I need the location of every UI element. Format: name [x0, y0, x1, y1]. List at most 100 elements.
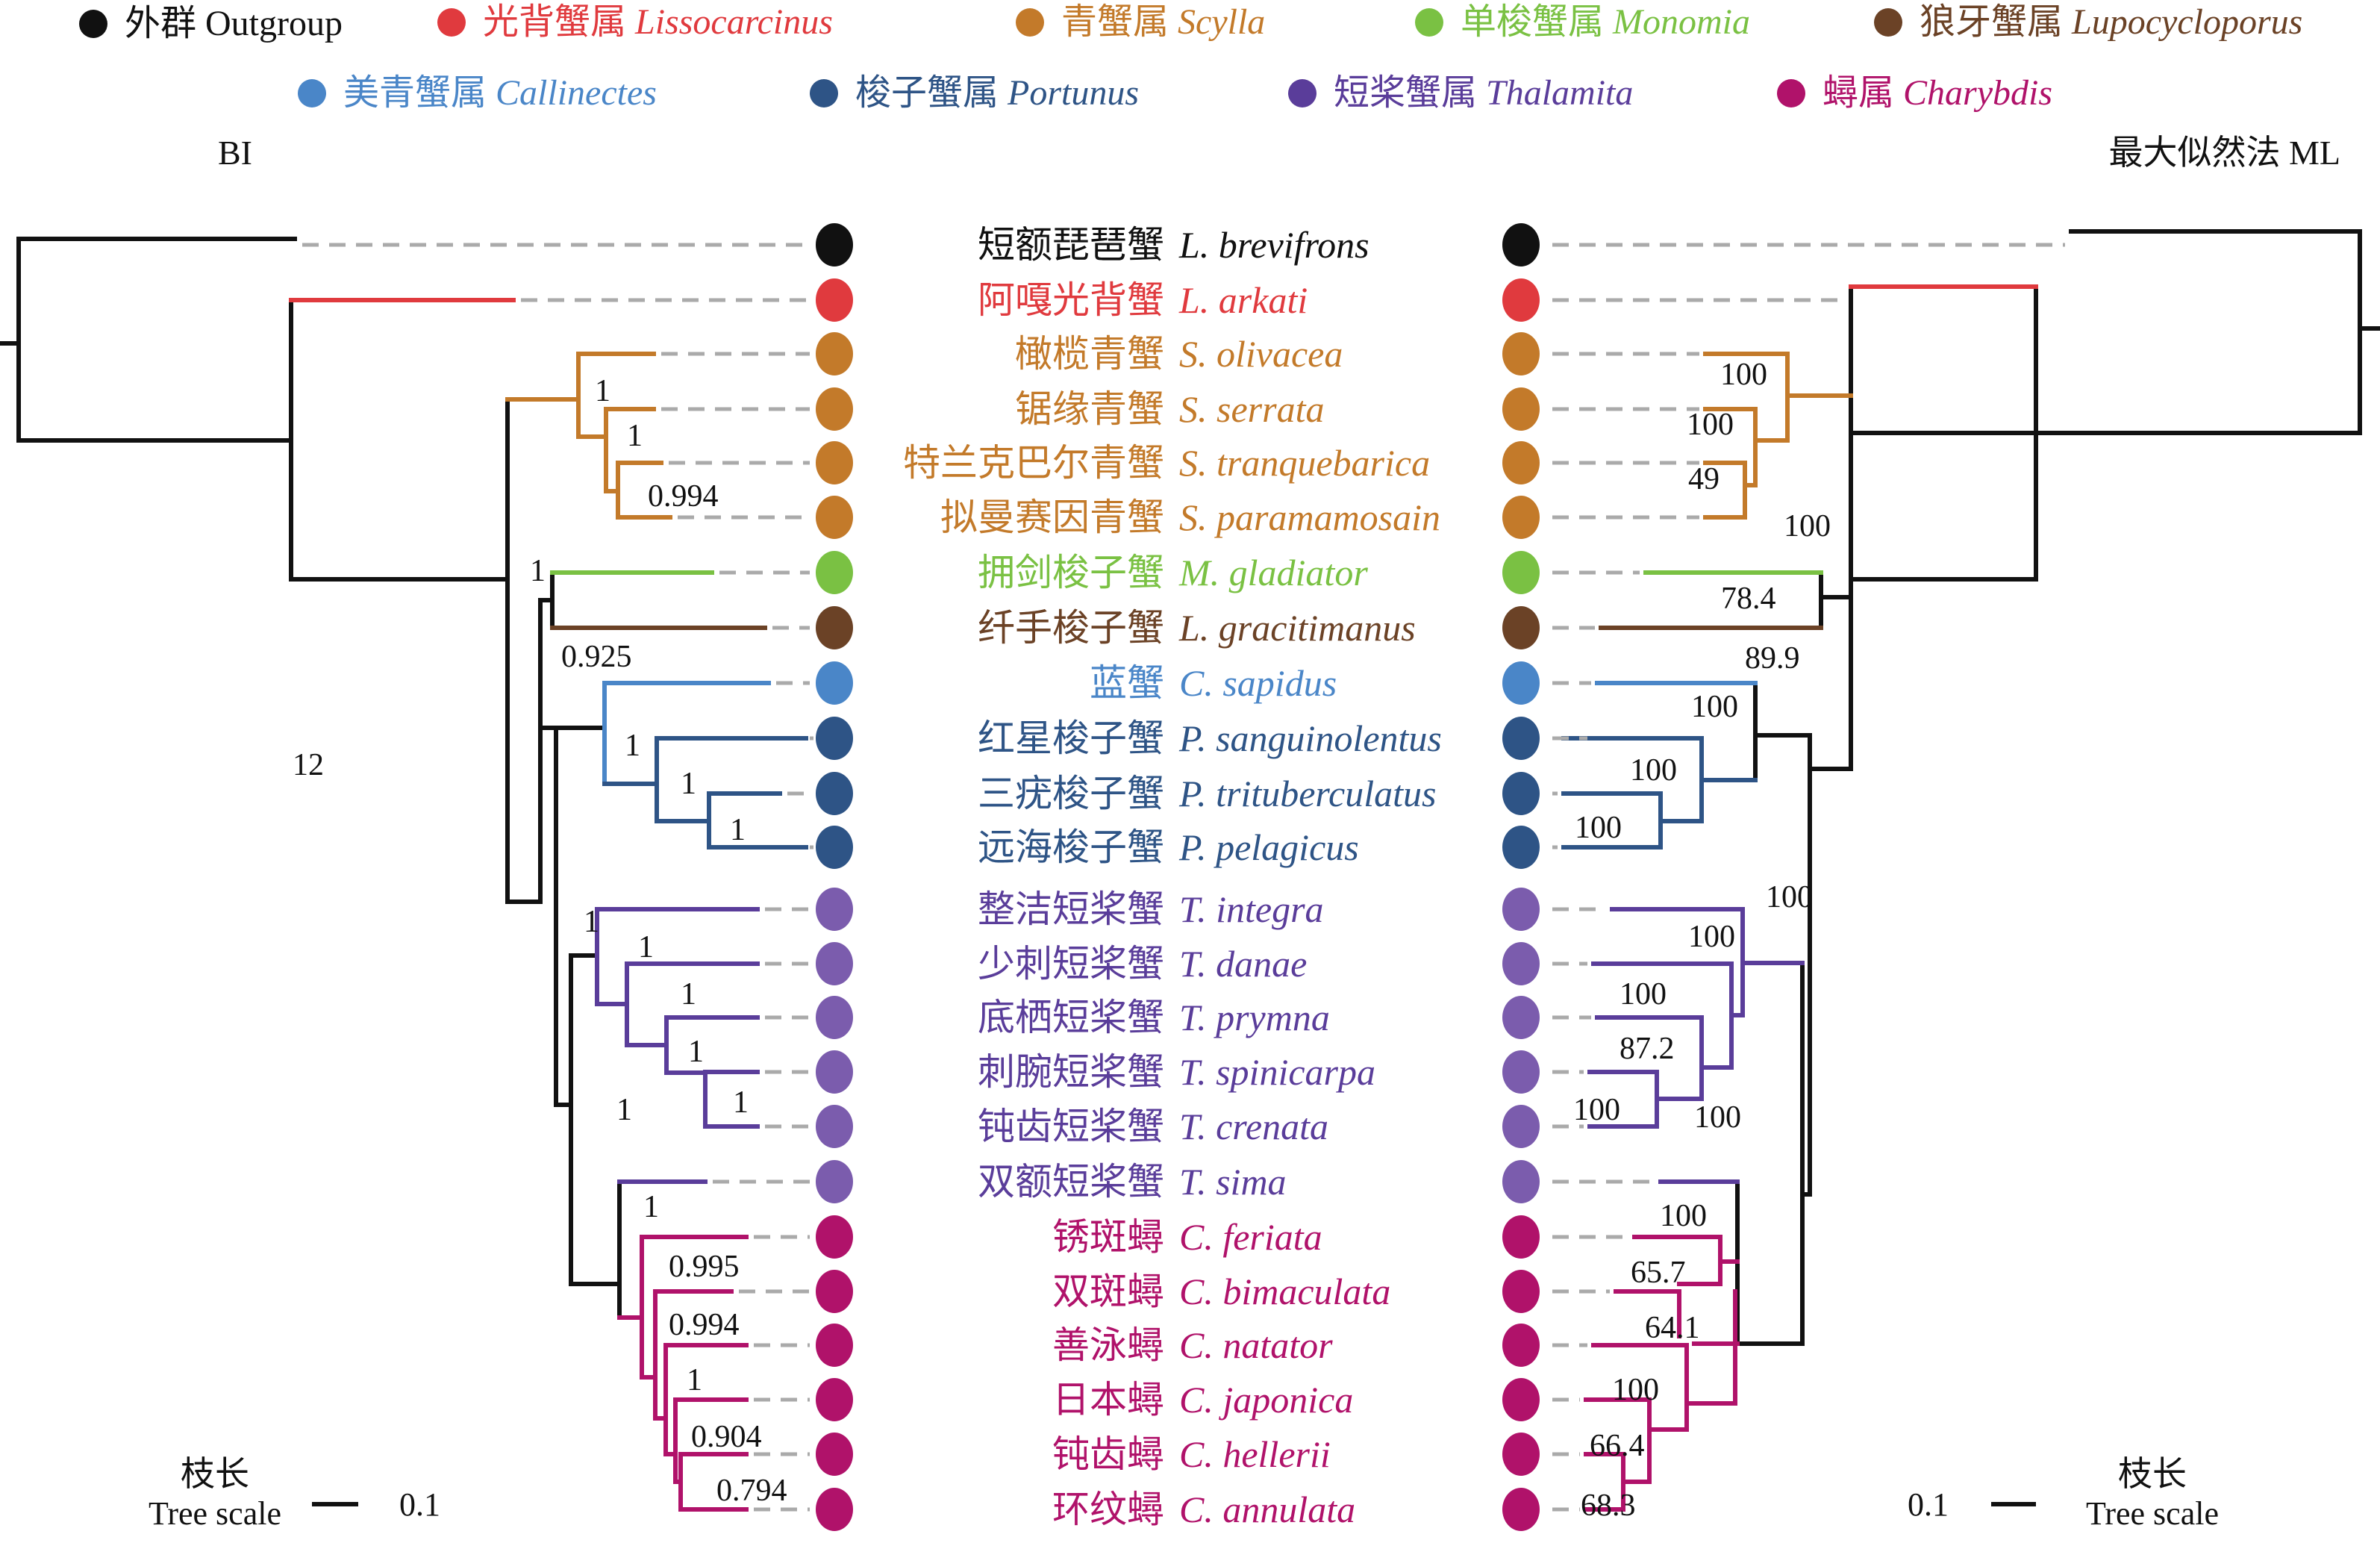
taxon-name-sci: S. serrata: [1179, 388, 1324, 430]
taxon-name-zh: 双斑蟳: [1052, 1271, 1164, 1312]
ml-support-value: 100: [1620, 977, 1667, 1011]
legend-item: 外群 Outgroup: [79, 4, 343, 43]
legend-label: 外群 Outgroup: [125, 4, 343, 43]
bi-support-value: 1: [595, 374, 610, 408]
taxon-name-zh: 阿嘎光背蟹: [978, 279, 1164, 321]
ml-tip-dot-icon: [1502, 1160, 1540, 1203]
taxon-name-sci: T. crenata: [1179, 1106, 1328, 1147]
taxon-name-sci: C. bimaculata: [1179, 1271, 1390, 1312]
taxon-name-zh: 环纹蟳: [1052, 1489, 1164, 1530]
legend-dot-icon: [437, 8, 466, 37]
ml-tip-dot-icon: [1502, 717, 1540, 760]
bi-tip-dot-icon: [816, 1488, 853, 1531]
ml-support-value: 78.4: [1721, 582, 1776, 616]
ml-tip-dot-icon: [1502, 772, 1540, 815]
taxon-name-zh: 整洁短桨蟹: [978, 888, 1164, 930]
taxon-name-sci: C. japonica: [1179, 1379, 1353, 1421]
legend-dot-icon: [810, 79, 838, 107]
legend-label: 光背蟹属 Lissocarcinus: [483, 2, 833, 42]
taxon-name-zh: 锯缘青蟹: [1015, 388, 1164, 430]
ml-support-value: 100: [1720, 358, 1767, 392]
bi-tip-dot-icon: [816, 1160, 853, 1203]
ml-tip-dot-icon: [1502, 1324, 1540, 1367]
bi-tip-dot-icon: [816, 1378, 853, 1421]
taxon-row: 远海梭子蟹 P. pelagicus: [816, 826, 1540, 869]
bi-tip-dot-icon: [816, 551, 853, 594]
bi-support-value: 1: [730, 813, 746, 847]
taxon-row: 双斑蟳 C. bimaculata: [816, 1270, 1540, 1313]
ml-tip-dot-icon: [1502, 1050, 1540, 1094]
bi-tip-dot-icon: [816, 1215, 853, 1259]
taxon-name-zh: 三疣梭子蟹: [978, 773, 1164, 814]
ml-support-value: 100: [1660, 1199, 1707, 1233]
taxon-name-zh: 蓝蟹: [1090, 662, 1164, 704]
bi-tip-dot-icon: [816, 772, 853, 815]
taxon-row: 锯缘青蟹 S. serrata: [816, 387, 1540, 431]
bi-scale-label-en: Tree scale: [149, 1495, 281, 1532]
ml-support-value: 100: [1630, 753, 1677, 788]
bi-tip-dot-icon: [816, 332, 853, 375]
bi-tip-dot-icon: [816, 1324, 853, 1367]
taxon-name-sci: S. paramamosain: [1179, 496, 1440, 538]
ml-support-value: 66.4: [1590, 1429, 1645, 1463]
ml-tip-dot-icon: [1502, 441, 1540, 484]
taxon-name-sci: C. hellerii: [1179, 1433, 1331, 1475]
ml-scale-label-en: Tree scale: [2086, 1495, 2219, 1532]
taxon-name-sci: P. pelagicus: [1178, 826, 1359, 868]
legend-dot-icon: [1874, 8, 1902, 37]
legend-label: 短桨蟹属 Thalamita: [1334, 73, 1633, 113]
bi-tip-dot-icon: [816, 888, 853, 931]
bi-scale-value: 0.1: [399, 1486, 440, 1523]
ml-tip-dot-icon: [1502, 1488, 1540, 1531]
ml-tip-dot-icon: [1502, 223, 1540, 266]
ml-scale-value: 0.1: [1908, 1486, 1949, 1523]
bi-support-value: 1: [616, 1093, 632, 1127]
bi-tip-dot-icon: [816, 826, 853, 869]
bi-tip-dot-icon: [816, 441, 853, 484]
bi-support-value: 1: [643, 1190, 659, 1224]
ml-support-values: 1001004910078.489.910010010010010010087.…: [1573, 358, 1831, 1523]
bi-support-value: 1: [681, 977, 696, 1011]
ml-support-value: 89.9: [1745, 641, 1800, 676]
ml-support-value: 100: [1766, 880, 1813, 914]
taxon-name-zh: 善泳蟳: [1052, 1324, 1164, 1366]
ml-tip-dot-icon: [1502, 1105, 1540, 1148]
taxon-name-zh: 刺腕短桨蟹: [978, 1051, 1164, 1093]
bi-tip-dot-icon: [816, 387, 853, 431]
bi-tip-dot-icon: [816, 496, 853, 539]
bi-tree: [0, 237, 808, 1512]
bi-support-value: 0.994: [669, 1308, 740, 1342]
legend-item: 蟳属 Charybdis: [1777, 73, 2052, 113]
taxon-name-sci: M. gladiator: [1178, 552, 1368, 593]
bi-scale-bar: 枝长 Tree scale 0.1: [149, 1455, 440, 1532]
taxon-name-zh: 远海梭子蟹: [978, 826, 1164, 868]
taxon-name-sci: T. spinicarpa: [1179, 1051, 1375, 1093]
taxon-name-sci: T. integra: [1179, 888, 1324, 930]
taxon-name-zh: 双额短桨蟹: [978, 1161, 1164, 1203]
ml-tip-dot-icon: [1502, 1215, 1540, 1259]
bi-tip-dot-icon: [816, 942, 853, 985]
ml-tip-dot-icon: [1502, 387, 1540, 431]
bi-tip-dot-icon: [816, 1050, 853, 1094]
bi-tree-header: BI: [218, 134, 252, 172]
ml-support-value: 100: [1575, 811, 1622, 845]
ml-tip-dot-icon: [1502, 496, 1540, 539]
ml-support-value: 100: [1612, 1373, 1659, 1407]
bi-scale-label-zh: 枝长: [181, 1455, 249, 1493]
legend-dot-icon: [79, 10, 107, 38]
bi-tip-dot-icon: [816, 661, 853, 705]
taxon-name-sci: L. brevifrons: [1178, 224, 1369, 266]
